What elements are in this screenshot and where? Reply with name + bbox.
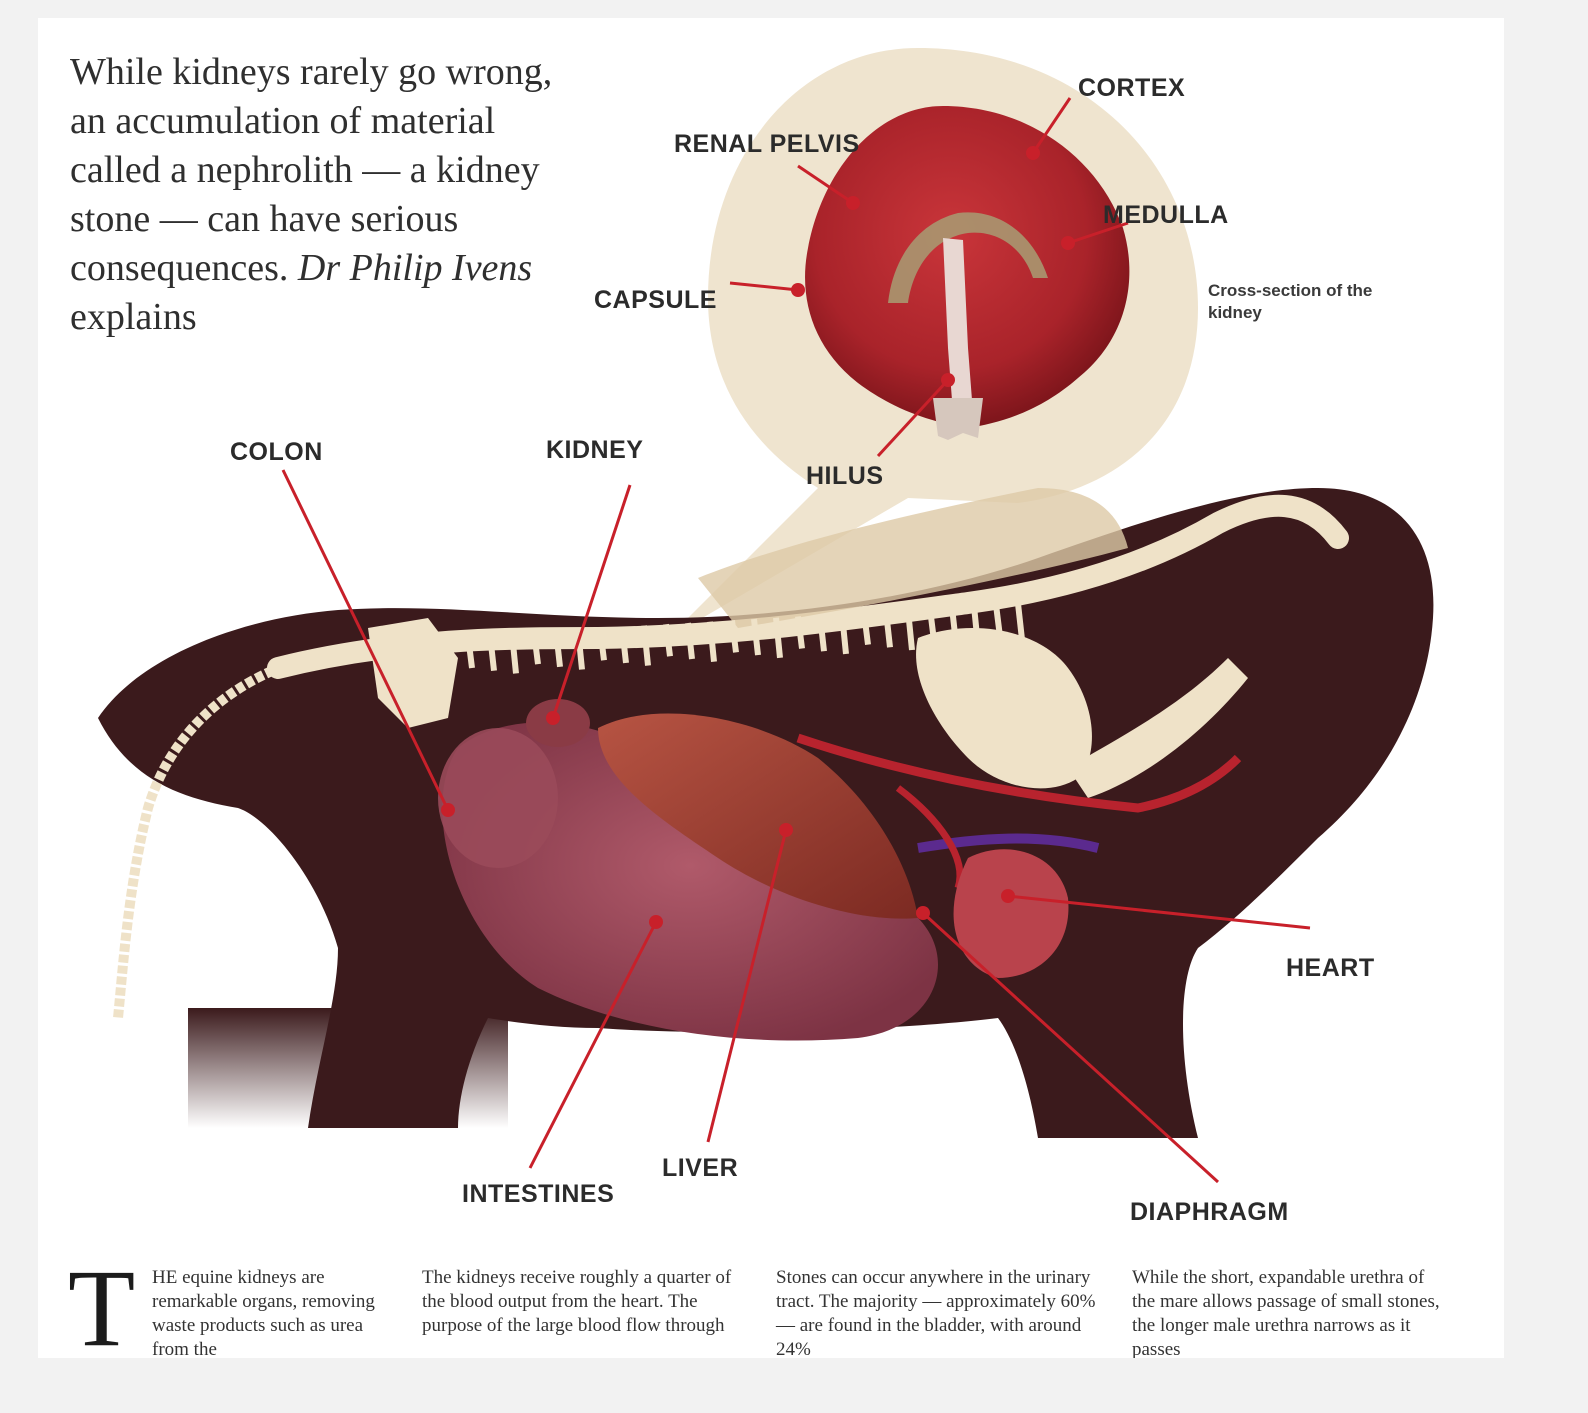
- rib: [795, 616, 805, 649]
- leader-medulla-dot: [1061, 236, 1075, 250]
- intro-standfirst: While kidneys rarely go wrong, an accumu…: [70, 48, 590, 342]
- kidney-in-body: [526, 699, 590, 747]
- rib: [883, 610, 893, 648]
- leader-diaphragm: [921, 911, 1220, 1184]
- intro-author: Dr Philip Ivens: [297, 247, 533, 289]
- scapula-bones: [916, 628, 1248, 798]
- leader-kidney-dot: [546, 711, 560, 725]
- label-liver: LIVER: [662, 1154, 739, 1182]
- leader-medulla: [1067, 221, 1129, 245]
- rib: [619, 626, 629, 664]
- intro-tail: explains: [70, 296, 197, 338]
- rib: [597, 627, 607, 661]
- rib: [553, 630, 563, 668]
- rib: [773, 617, 783, 659]
- body-column-3: Stones can occur anywhere in the urinary…: [776, 1267, 1096, 1358]
- liver: [598, 713, 918, 919]
- leader-cortex: [1031, 97, 1072, 154]
- leader-renal-pelvis-dot: [846, 196, 860, 210]
- colon-area: [438, 728, 558, 868]
- leader-capsule: [729, 281, 799, 292]
- rib: [1015, 603, 1025, 640]
- leader-heart-dot: [1001, 889, 1015, 903]
- label-heart: HEART: [1286, 954, 1375, 982]
- kidney-cross-section: [805, 106, 1130, 440]
- leader-heart: [1007, 894, 1311, 930]
- rib: [729, 620, 739, 653]
- rib: [905, 609, 915, 651]
- rib: [839, 613, 849, 655]
- blood-vessels: [796, 733, 1242, 890]
- rib: [861, 612, 871, 645]
- rib: [751, 618, 761, 656]
- dropcap: T: [68, 1247, 136, 1358]
- leader-diaphragm-dot: [916, 906, 930, 920]
- label-colon: COLON: [230, 438, 323, 466]
- leader-intestines-dot: [649, 915, 663, 929]
- heart: [953, 849, 1069, 978]
- body-column-4: While the short, expandable urethra of t…: [1132, 1267, 1440, 1358]
- label-kidney: KIDNEY: [546, 436, 644, 464]
- intro-lead: While kidneys rarely go wrong, an accumu…: [70, 51, 553, 289]
- inset-caption: Cross-section of the kidney: [1208, 281, 1373, 322]
- label-hilus: HILUS: [806, 462, 884, 490]
- leader-hilus: [876, 378, 950, 458]
- leader-capsule-dot: [791, 283, 805, 297]
- rib: [487, 634, 497, 672]
- leader-liver: [706, 829, 788, 1143]
- leader-colon: [281, 469, 450, 811]
- rib: [817, 614, 827, 652]
- page: While kidneys rarely go wrong, an accumu…: [38, 18, 1504, 1358]
- leader-liver-dot: [779, 823, 793, 837]
- leader-intestines: [528, 921, 658, 1169]
- rib: [531, 631, 541, 665]
- label-medulla: MEDULLA: [1103, 201, 1229, 229]
- label-diaphragm: DIAPHRAGM: [1130, 1198, 1289, 1226]
- rib: [641, 625, 651, 666]
- leader-hilus-dot: [941, 373, 955, 387]
- horse-anatomy-illustration: [98, 48, 1434, 1184]
- label-cortex: CORTEX: [1078, 74, 1186, 102]
- body-column-1: HE equine kidneys are remarkable organs,…: [152, 1267, 375, 1358]
- leader-renal-pelvis: [797, 164, 854, 205]
- rib: [707, 621, 717, 662]
- rib: [663, 623, 673, 657]
- label-intestines: INTESTINES: [462, 1180, 615, 1208]
- body-column-2: The kidneys receive roughly a quarter of…: [422, 1267, 732, 1336]
- rib: [509, 633, 519, 674]
- leader-colon-dot: [441, 803, 455, 817]
- rib: [685, 622, 695, 660]
- leader-kidney: [551, 484, 632, 719]
- leader-lines: [281, 97, 1311, 1184]
- spine: [267, 488, 1349, 728]
- rib: [465, 635, 475, 669]
- leader-cortex-dot: [1026, 146, 1040, 160]
- label-renal-pelvis: RENAL PELVIS: [674, 130, 860, 158]
- label-capsule: CAPSULE: [594, 286, 717, 314]
- intestines: [442, 722, 938, 1041]
